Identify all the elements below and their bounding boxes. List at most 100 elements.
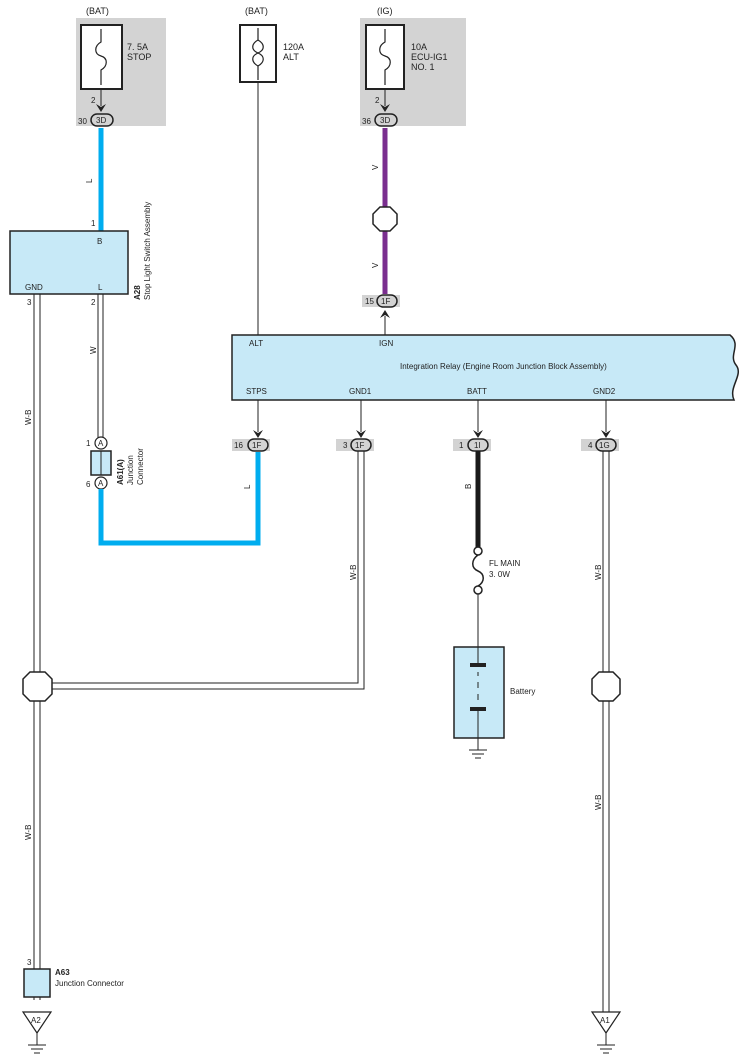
wire-gnd1-a [50,451,359,684]
relay-alt: ALT [249,339,263,348]
a63-name: Junction Connector [55,979,124,988]
ign-conn-label: 1F [381,297,390,306]
integration-relay [231,334,739,401]
battery-ground-icon [469,749,487,759]
ecu-conn [374,113,398,127]
switch-term-gnd: GND [25,283,43,292]
ign-arrow [380,310,390,318]
wire-label-batt: B [464,484,473,489]
wire-label-left-lower: W-B [24,825,33,840]
ign-conn-pin: 15 [365,297,374,306]
ground-a1-marker [590,1011,622,1035]
a63-code: A63 [55,968,70,977]
gnd1-arrow [356,430,366,438]
stps-arrow [253,430,263,438]
relay-batt: BATT [467,387,487,396]
switch-term-b: B [97,237,102,246]
switch-term-l: L [98,283,103,292]
wire-label-gnd2-upper: W-B [594,565,603,580]
relay-stps: STPS [246,387,267,396]
wire-label-stop: L [85,178,94,183]
alt-fuse-rating: 120A [283,42,304,52]
wire-label-switch-l: W [89,346,98,354]
ecu-fuse-pin: 2 [375,96,380,105]
ign-conn [376,294,398,308]
stop-fuse-name: STOP [127,52,151,62]
battery-plate-2 [470,707,486,711]
relay-name: Integration Relay (Engine Room Junction … [400,362,607,371]
alt-fuse-name: ALT [283,52,299,62]
right-splice [591,671,621,702]
a61-pin-bottom: 6 [86,480,91,489]
gnd1-conn-label: 1F [355,441,364,450]
ecu-fuse-icon [379,29,391,85]
stop-fuse-pin: 2 [91,96,96,105]
stop-fuse-arrow [96,104,106,112]
fl-main-term-top [473,546,483,556]
switch-code: A28 [133,285,142,300]
ecu-splice [372,206,398,232]
ecu-conn-pin: 36 [362,117,371,126]
battery [453,646,505,739]
ground-a2-icon [28,1033,46,1054]
switch-pin-gnd: 3 [27,298,32,307]
switch-name: Stop Light Switch Assembly [143,202,152,300]
gnd2-conn [595,438,617,452]
a61-letter-top: A [98,439,104,448]
a61-pin-top: 1 [86,439,91,448]
wire-label-ecu-lower: V [371,262,380,268]
a61-letter-bottom: A [98,479,104,488]
ground-a2-marker [21,1011,53,1035]
ecu-fuse-arrow [380,104,390,112]
ground-a2-label: A2 [31,1016,41,1025]
wire-label-switch-gnd: W-B [24,410,33,425]
a61-code: A61(A) [116,459,125,485]
fl-main-name: FL MAIN [489,559,520,568]
wire-gnd1-b [50,451,365,690]
a61-name1: Junction [126,455,135,485]
ecu-fuse-name1: ECU-IG1 [411,52,448,62]
relay-gnd2: GND2 [593,387,616,396]
stop-light-switch [9,230,129,295]
wire-label-stps: L [243,484,252,489]
batt-arrow [473,430,483,438]
ecu-conn-label: 3D [380,116,390,125]
gnd2-arrow [601,430,611,438]
fl-main-term-bottom [473,585,483,595]
gnd2-conn-label: 1G [599,441,610,450]
alt-fuse-source: (BAT) [245,6,268,16]
ground-a1-icon [597,1033,615,1054]
stop-fuse-rating: 7. 5A [127,42,148,52]
relay-ign: IGN [379,339,393,348]
battery-plate-1 [470,663,486,667]
wire-a61-to-stps [98,452,261,546]
a61-term-top [94,436,108,450]
left-splice [22,671,53,702]
batt-conn-label: 1I [474,441,481,450]
stop-conn-pin: 30 [78,117,87,126]
wire-label-gnd2-lower: W-B [594,795,603,810]
switch-pin-b: 1 [91,219,96,228]
alt-fuse-icon-2 [252,39,264,67]
wire-label-ecu-upper: V [371,164,380,170]
stop-conn-label: 3D [96,116,106,125]
ecu-fuse-rating: 10A [411,42,427,52]
stps-conn-pin: 16 [234,441,243,450]
a63-pin: 3 [27,958,32,967]
switch-pin-l: 2 [91,298,96,307]
fl-main-rating: 3. 0W [489,570,510,579]
wire-label-gnd1: W-B [349,565,358,580]
gnd2-conn-pin: 4 [588,441,593,450]
stop-conn [90,113,114,127]
ecu-fuse-name2: NO. 1 [411,62,435,72]
gnd1-conn [350,438,372,452]
ecu-fuse-source: (IG) [377,6,393,16]
stps-conn [247,438,269,452]
ground-a1-label: A1 [600,1016,610,1025]
gnd1-conn-pin: 3 [343,441,348,450]
relay-gnd1: GND1 [349,387,372,396]
a61-name2: Connector [136,448,145,485]
fl-main-icon [472,554,484,587]
